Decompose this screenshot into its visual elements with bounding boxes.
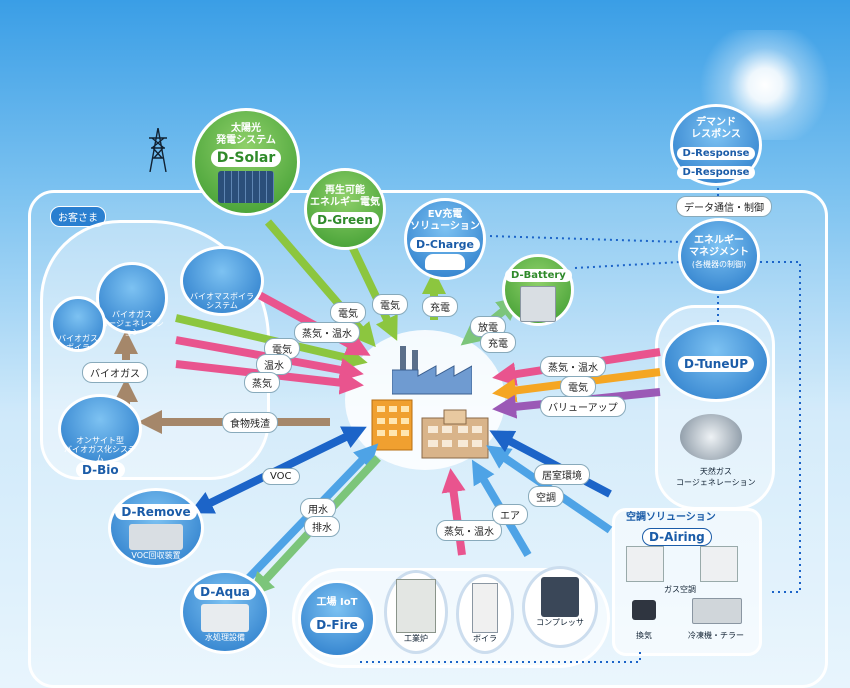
boiler-node[interactable]: ボイラ	[456, 574, 514, 654]
fire-brand: D-Fire	[310, 617, 364, 633]
ev-car-icon	[425, 254, 465, 270]
solar-line2: 発電システム	[216, 135, 276, 146]
biogas-flow-label: バイオガス	[82, 362, 148, 383]
flow-label-food-waste: 食物残渣	[222, 412, 278, 433]
onsite-biogas-node[interactable]: オンサイト型 バイオガス化システム	[58, 394, 142, 464]
biomass-label: バイオマスボイラ システム	[190, 292, 254, 310]
green-brand: D-Green	[311, 212, 379, 228]
fire-node[interactable]: 工場 IoT D-Fire	[298, 580, 376, 658]
data-comm-label: データ通信・制御	[676, 196, 772, 217]
charge-line2: ソリューション	[410, 221, 480, 232]
boiler-caption: ボイラ	[473, 634, 497, 643]
flow-label-air: エア	[492, 504, 528, 525]
charge-line1: EV充電	[427, 209, 463, 220]
tuneup-node[interactable]: D-TuneUP	[662, 322, 770, 402]
onsite-biogas-label: オンサイト型 バイオガス化システム	[64, 436, 136, 463]
chiller-image	[692, 598, 742, 624]
energy-mgmt-line1: エネルギー	[694, 235, 744, 246]
compressor-image	[541, 577, 579, 617]
flow-label-indoor: 居室環境	[534, 464, 590, 485]
voc-unit-image	[129, 524, 183, 550]
compressor-node[interactable]: コンプレッサ	[522, 566, 598, 648]
remove-caption: VOC回収装置	[131, 551, 181, 560]
tuneup-brand: D-TuneUP	[677, 356, 755, 372]
flow-label-juuden: 充電	[480, 332, 516, 353]
battery-node[interactable]: D-Battery	[502, 254, 574, 326]
furnace-caption: 工業炉	[404, 634, 428, 643]
response-line2: レスポンス	[691, 129, 741, 140]
charge-node[interactable]: EV充電 ソリューション D-Charge	[404, 198, 486, 280]
flow-label-steam-hot: 蒸気・温水	[294, 322, 360, 343]
tuneup-caption-line1: 天然ガス	[699, 467, 732, 476]
gas-ac-image-1	[626, 546, 664, 582]
response-brand-plus: D-Response	[676, 166, 756, 179]
response-line1: デマンド	[696, 117, 736, 128]
aqua-brand: D-Aqua	[194, 584, 256, 600]
compressor-caption: コンプレッサ	[536, 618, 584, 627]
airing-brand[interactable]: D-Airing	[642, 528, 712, 546]
bio-brand[interactable]: D-Bio	[76, 462, 125, 478]
flow-label-houden: 放電	[470, 316, 506, 337]
industrial-furnace-node[interactable]: 工業炉	[384, 570, 448, 654]
battery-unit-image	[520, 286, 556, 322]
biogas-cogen-node[interactable]: バイオガス コージェネレーション	[96, 262, 168, 337]
solar-brand: D-Solar	[210, 149, 282, 167]
aqua-caption: 水処理設備	[205, 633, 245, 642]
tuneup-caption: 天然ガス コージェネレーション	[676, 466, 756, 488]
remove-node[interactable]: D-Remove VOC回収装置	[108, 488, 204, 568]
gas-ac-image-2	[700, 546, 738, 582]
ventilation-image	[632, 600, 656, 620]
airing-title: 空調ソリューション	[626, 512, 716, 523]
remove-brand: D-Remove	[115, 504, 197, 520]
energy-mgmt-line2: マネジメント	[689, 247, 749, 258]
power-tower-icon	[149, 128, 167, 172]
chiller-caption: 冷凍機・チラー	[688, 631, 744, 640]
solar-node[interactable]: 太陽光 発電システム D-Solar	[192, 108, 300, 216]
aqua-node[interactable]: D-Aqua 水処理設備	[180, 570, 270, 654]
flow-label-steam-hot: 蒸気・温水	[436, 520, 502, 541]
solar-line1: 太陽光	[231, 123, 261, 134]
solar-panel-image	[218, 171, 274, 203]
biogas-cogen-label: バイオガス コージェネレーション	[100, 310, 164, 337]
customer-label: お客さま	[50, 206, 106, 227]
green-line2: エネルギー電気	[310, 197, 380, 208]
flow-label-juuden: 充電	[422, 296, 458, 317]
fire-title: 工場 IoT	[316, 597, 358, 608]
flow-label-value-up: バリューアップ	[540, 396, 626, 417]
gas-engine-image	[680, 414, 742, 460]
gas-ac-caption: ガス空調	[664, 585, 696, 594]
boiler-image	[472, 583, 498, 633]
response-brand: D-Response	[676, 147, 756, 160]
flow-label-kuuchou: 空調	[528, 486, 564, 507]
flow-label-denki: 電気	[372, 294, 408, 315]
flow-label-haisui: 排水	[304, 516, 340, 537]
flow-label-steam-hot: 蒸気・温水	[540, 356, 606, 377]
energy-management-node[interactable]: エネルギー マネジメント (各機器の制御)	[678, 218, 760, 294]
biogas-boiler-node[interactable]: バイオガス ボイラ	[50, 296, 106, 352]
flow-label-voc: VOC	[262, 468, 300, 485]
furnace-image	[396, 579, 436, 633]
green-node[interactable]: 再生可能 エネルギー電気 D-Green	[304, 168, 386, 250]
flow-label-denki: 電気	[330, 302, 366, 323]
biomass-boiler-node[interactable]: バイオマスボイラ システム	[180, 246, 264, 316]
response-node[interactable]: デマンド レスポンス D-Response D-Response	[670, 104, 762, 186]
biogas-boiler-label: バイオガス ボイラ	[58, 334, 98, 352]
flow-label-denki: 電気	[560, 376, 596, 397]
charge-brand: D-Charge	[410, 237, 480, 252]
energy-mgmt-note: (各機器の制御)	[691, 260, 747, 269]
office-building-icon	[371, 399, 413, 451]
hospital-building-icon	[421, 409, 489, 459]
battery-brand: D-Battery	[505, 269, 572, 282]
tuneup-caption-line2: コージェネレーション	[676, 478, 756, 487]
factory-icon	[392, 346, 472, 395]
water-treatment-image	[201, 604, 249, 632]
green-line1: 再生可能	[325, 185, 365, 196]
flow-label-jouki: 蒸気	[244, 372, 280, 393]
ventilation-caption: 換気	[636, 631, 652, 640]
